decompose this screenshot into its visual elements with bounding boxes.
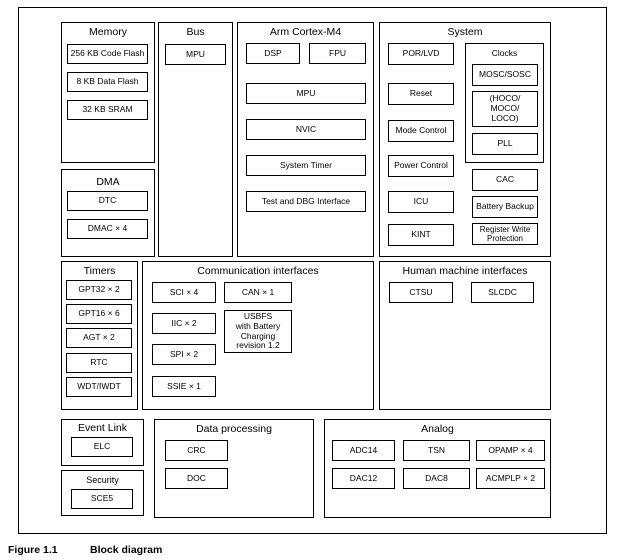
kint-block: KINT <box>388 224 454 246</box>
gpt32-block: GPT32 × 2 <box>66 280 132 300</box>
dmac-block: DMAC × 4 <box>67 219 148 239</box>
data-processing-title: Data processing <box>196 423 272 435</box>
wdt-iwdt-block: WDT/IWDT <box>66 377 132 397</box>
adc14-block: ADC14 <box>332 440 395 461</box>
pll-block: PLL <box>472 133 538 155</box>
analog-title: Analog <box>421 423 454 435</box>
spi-block: SPI × 2 <box>152 344 216 365</box>
mode-control-block: Mode Control <box>388 120 454 142</box>
diagram-frame <box>18 7 607 534</box>
figure-title: Block diagram <box>90 544 163 556</box>
icu-block: ICU <box>388 191 454 213</box>
fpu-block: FPU <box>309 43 366 64</box>
figure-label: Figure 1.1 <box>8 544 58 556</box>
system-timer-block: System Timer <box>246 155 366 176</box>
por-lvd-block: POR/LVD <box>388 43 454 65</box>
bus-mpu-block: MPU <box>165 44 226 65</box>
gpt16-block: GPT16 × 6 <box>66 304 132 324</box>
acmplp-block: ACMPLP × 2 <box>476 468 545 489</box>
can-block: CAN × 1 <box>224 282 292 303</box>
bus-title: Bus <box>186 26 205 38</box>
security-title: Security <box>86 475 119 485</box>
arm-cortex-title: Arm Cortex-M4 <box>269 26 342 38</box>
sce5-block: SCE5 <box>71 489 133 509</box>
cac-block: CAC <box>472 169 538 191</box>
rtc-block: RTC <box>66 353 132 373</box>
mosc-sosc-block: MOSC/SOSC <box>472 64 538 86</box>
timers-title: Timers <box>83 265 116 277</box>
communication-interfaces-title: Communication interfaces <box>197 265 319 277</box>
dma-title: DMA <box>96 176 120 188</box>
hmi-title: Human machine interfaces <box>402 265 528 277</box>
dma-group: DMA <box>61 169 155 257</box>
event-link-title: Event Link <box>77 422 128 434</box>
dac12-block: DAC12 <box>332 468 395 489</box>
dtc-block: DTC <box>67 191 148 211</box>
reset-block: Reset <box>388 83 454 105</box>
register-write-protection-block: Register Write Protection <box>472 223 538 245</box>
elc-block: ELC <box>71 437 133 457</box>
doc-block: DOC <box>165 468 228 489</box>
crc-block: CRC <box>165 440 228 461</box>
hoco-moco-loco-block: (HOCO/ MOCO/ LOCO) <box>472 91 538 127</box>
usbfs-block: USBFS with Battery Charging revision 1.2 <box>224 310 292 353</box>
memory-title: Memory <box>89 26 127 38</box>
core-mpu-block: MPU <box>246 83 366 104</box>
battery-backup-block: Battery Backup <box>472 196 538 218</box>
sram-block: 32 KB SRAM <box>67 100 148 120</box>
test-dbg-block: Test and DBG Interface <box>246 191 366 212</box>
clocks-title: Clocks <box>491 48 518 58</box>
code-flash-block: 256 KB Code Flash <box>67 44 148 64</box>
agt-block: AGT × 2 <box>66 328 132 348</box>
power-control-block: Power Control <box>388 155 454 177</box>
ssie-block: SSIE × 1 <box>152 376 216 397</box>
system-title: System <box>447 26 483 38</box>
sci-block: SCI × 4 <box>152 282 216 303</box>
iic-block: IIC × 2 <box>152 313 216 334</box>
slcdc-block: SLCDC <box>471 282 534 303</box>
dsp-block: DSP <box>246 43 300 64</box>
ctsu-block: CTSU <box>389 282 453 303</box>
dac8-block: DAC8 <box>403 468 470 489</box>
opamp-block: OPAMP × 4 <box>476 440 545 461</box>
data-flash-block: 8 KB Data Flash <box>67 72 148 92</box>
tsn-block: TSN <box>403 440 470 461</box>
nvic-block: NVIC <box>246 119 366 140</box>
